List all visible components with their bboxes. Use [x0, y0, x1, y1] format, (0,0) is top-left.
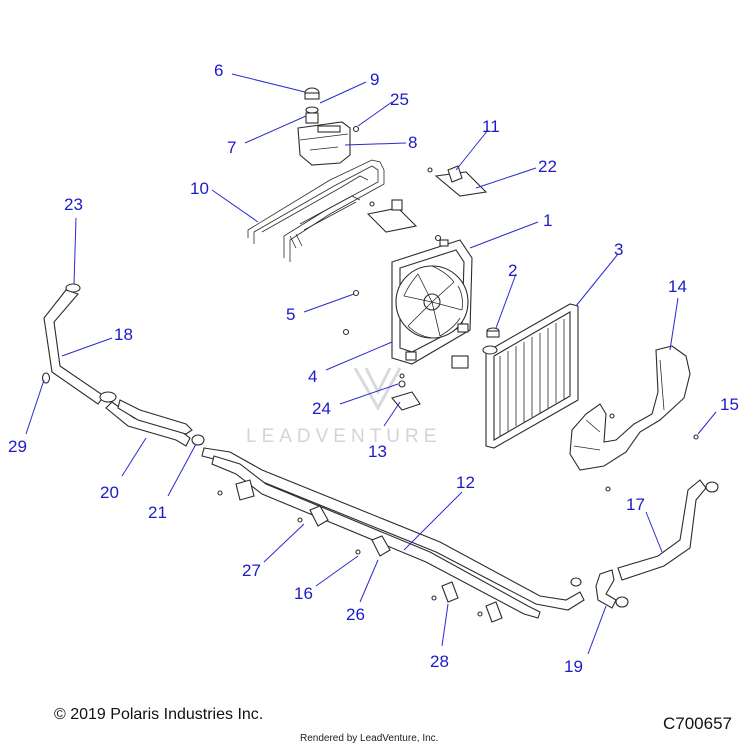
diagram-code: C700657 [662, 714, 732, 733]
callout-29: 29 [8, 437, 27, 456]
callout-9: 9 [370, 70, 379, 89]
callout-28: 28 [430, 652, 449, 671]
callout-18: 18 [114, 325, 133, 344]
fan-shroud-assembly [342, 234, 473, 365]
callout-14: 14 [668, 277, 687, 296]
callout-6: 6 [214, 61, 223, 80]
mounting-bracket [366, 165, 488, 233]
watermark-text: LEADVENTURE [246, 426, 441, 447]
callout-26: 26 [346, 605, 365, 624]
callout-12: 12 [456, 473, 475, 492]
callout-1: 1 [543, 211, 552, 230]
callout-21: 21 [148, 503, 167, 522]
right-coolant-hose [595, 479, 719, 609]
callout-7: 7 [227, 138, 236, 157]
callout-15: 15 [720, 395, 739, 414]
callout-16: 16 [294, 584, 313, 603]
left-coolant-pipe [41, 283, 205, 447]
side-shroud-panel [569, 345, 699, 492]
callout-11: 11 [482, 117, 500, 136]
coolant-reservoir [297, 87, 360, 166]
callout-labels: 1 2 3 4 5 6 7 8 9 10 11 12 13 14 15 16 1… [8, 61, 739, 676]
callout-25: 25 [390, 90, 409, 109]
callout-22: 22 [538, 157, 557, 176]
callout-23: 23 [64, 195, 83, 214]
rendered-by-credit: Rendered by LeadVenture, Inc. [300, 733, 439, 744]
callout-10: 10 [190, 179, 209, 198]
callout-24: 24 [312, 399, 331, 418]
callout-27: 27 [242, 561, 261, 580]
radiator [451, 303, 579, 449]
callout-19: 19 [564, 657, 583, 676]
copyright-notice: © 2019 Polaris Industries Inc. [54, 706, 264, 723]
radiator-bracket [391, 373, 421, 411]
callout-4: 4 [308, 367, 317, 386]
callout-17: 17 [626, 495, 645, 514]
callout-2: 2 [508, 261, 517, 280]
callout-3: 3 [614, 240, 623, 259]
center-coolant-pipe [201, 447, 585, 619]
overflow-hose-assembly [247, 159, 385, 262]
callout-13: 13 [368, 442, 387, 461]
callout-20: 20 [100, 483, 119, 502]
watermark-logo: LEADVENTURE [246, 367, 441, 447]
callout-5: 5 [286, 305, 295, 324]
leader-lines [25, 73, 717, 655]
callout-8: 8 [408, 133, 417, 152]
pipe-clamps [217, 479, 503, 623]
